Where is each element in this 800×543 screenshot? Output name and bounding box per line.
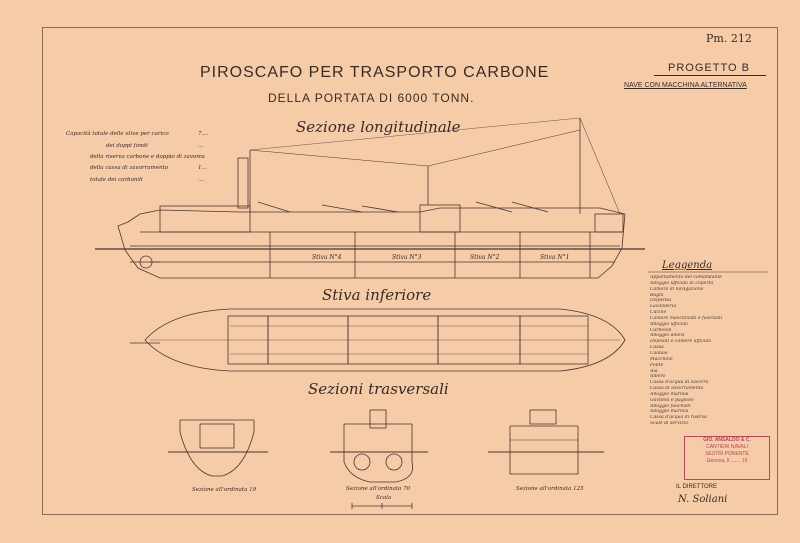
legend-item: Camere macchinisti e fuochisti: [650, 315, 723, 321]
legend-item: Scale di servizio: [650, 421, 688, 427]
legend-item: Alloggio ufficiali di coperta: [650, 280, 714, 286]
legend-item: Albero: [650, 374, 666, 380]
legend-item: Alloggio allievi: [650, 333, 685, 339]
hold-label: Stiva N°4: [312, 254, 342, 261]
transverse-caption: Sezione all'ordinata 19: [192, 487, 257, 493]
transverse-section-70: [330, 409, 428, 483]
sheet-title: PIROSCAFO PER TRASPORTO CARBONE: [200, 64, 550, 81]
capacity-value: ...: [198, 154, 204, 160]
section-title-hold: Stiva inferiore: [322, 286, 432, 304]
legend-item: Carbonili: [650, 327, 672, 333]
hold-label: Stiva N°2: [470, 254, 500, 261]
hold-label: Stiva N°1: [540, 254, 570, 261]
legend-item: Cassa d'acqua di zavorra: [650, 380, 709, 386]
capacity-note: della riserva carbone e doppio di zavorr…: [90, 154, 205, 160]
capacity-note: della cassa di zavorramento: [90, 165, 169, 171]
signature-role: IL DIRETTORE: [676, 484, 718, 490]
capacity-note: dei doppi fondi: [106, 143, 148, 149]
legend-item: Aia: [650, 368, 658, 374]
capacity-note: totale dei carbonili: [90, 177, 143, 183]
legend-item: Caldaie: [650, 350, 668, 356]
legend-item: Alloggio marinai: [650, 409, 689, 415]
hold-label: Stiva N°3: [392, 254, 422, 261]
capacity-note: Capacità totale delle stive per carico: [66, 131, 169, 137]
legend-item: Gavitelli e pagliolo: [650, 397, 694, 403]
legend-item: Cassa: [650, 345, 664, 351]
stamp-line: SESTRI PONENTE: [705, 451, 749, 457]
capacity-value: ...: [198, 143, 204, 149]
legend-item: Depositi e camere ufficiali: [650, 339, 712, 345]
scale-label: Scala: [376, 495, 392, 501]
stamp-line: Genova, lì ....... 19: [706, 458, 748, 464]
hull-profile: [117, 207, 626, 279]
sheet-number: Pm. 212: [706, 32, 752, 45]
sheet-border: [42, 27, 778, 515]
legend-item: Alloggio fuochisti: [650, 403, 691, 409]
capacity-value: 7....: [198, 131, 209, 137]
capacity-value: 1...: [198, 165, 207, 171]
legend-list: Appartamento del comandante Alloggio uff…: [650, 275, 765, 427]
legend-item: Cassa di zavorramento: [650, 386, 704, 392]
stamp-line: CANTIERI NAVALI: [706, 444, 748, 450]
legend-item: Cassa d'acqua di riserva: [650, 415, 707, 421]
project-label: PROGETTO B: [654, 62, 766, 76]
shipyard-stamp: GIO. ANSALDO & C. CANTIERI NAVALI SESTRI…: [684, 436, 770, 480]
transverse-section-19: [168, 419, 268, 477]
legend-item: Appartamento del comandante: [650, 275, 723, 280]
project-note: NAVE CON MACCHINA ALTERNATIVA: [624, 82, 747, 89]
legend-title: Leggenda: [662, 260, 713, 271]
capacity-value: ....: [198, 177, 205, 183]
legend-item: Alloggio marinai: [650, 391, 689, 397]
legend-item: Alloggio ufficiali: [650, 321, 688, 327]
signature-name: N. Soliani: [678, 494, 728, 505]
legend-item: Lavanderia: [650, 304, 677, 310]
legend-item: Ponte: [650, 362, 664, 368]
section-title-longitudinal: Sezione longitudinale: [296, 118, 461, 136]
legend-item: Cucine: [650, 310, 667, 316]
sheet-subtitle: DELLA PORTATA DI 6000 TONN.: [268, 91, 475, 105]
plan-hull: [144, 308, 626, 372]
stamp-line: GIO. ANSALDO & C.: [703, 437, 751, 443]
transverse-caption: Sezione all'ordinata 125: [516, 486, 584, 492]
transverse-caption: Sezione all'ordinata 70: [346, 486, 411, 492]
legend-item: Macchine: [650, 356, 673, 362]
legend-item: Dispensa: [650, 298, 672, 304]
legend-item: Bagni: [650, 292, 664, 298]
section-title-transverse: Sezioni trasversali: [308, 380, 449, 398]
legend-item: Camera di navigazione: [650, 286, 704, 292]
transverse-section-125: [488, 409, 604, 475]
